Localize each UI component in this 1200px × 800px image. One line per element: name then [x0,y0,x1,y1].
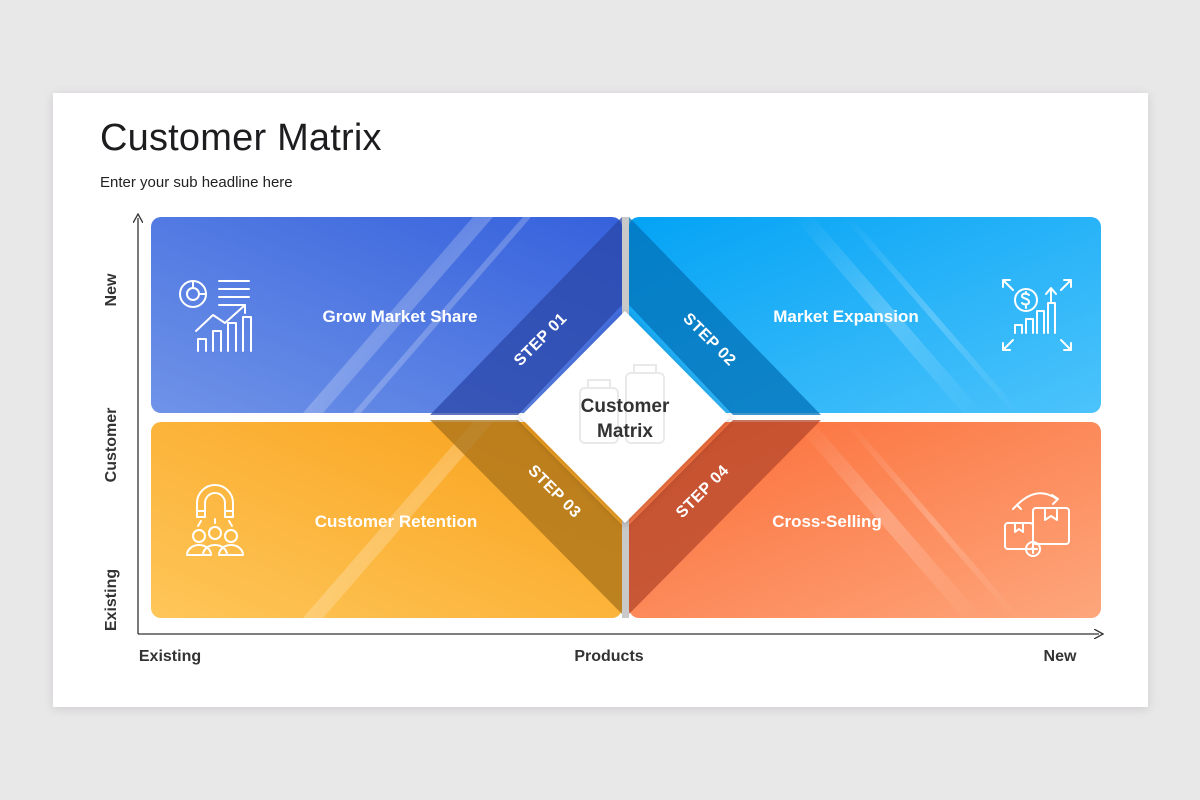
slide: Customer Matrix Enter your sub headline … [53,93,1148,707]
slide-title: Customer Matrix [100,117,382,159]
magnet-people-icon [186,484,244,556]
step-band-01 [430,217,622,415]
step-band-04 [629,420,821,614]
center-label-line2: Matrix [597,421,653,442]
quadrant-label-grow-market-share: Grow Market Share [323,307,478,326]
money-growth-icon [1002,279,1072,351]
boxes-exchange-icon [1004,492,1070,557]
y-axis-title: Customer [103,408,120,483]
quadrant-label-market-expansion: Market Expansion [773,307,919,326]
step-band-03 [430,420,622,614]
quadrant-label-customer-retention: Customer Retention [315,512,477,531]
x-axis-existing-label: Existing [139,648,201,665]
slide-subtitle: Enter your sub headline here [100,174,293,191]
x-axis-new-label: New [1044,648,1077,665]
x-axis-title: Products [574,648,643,665]
quadrant-label-cross-selling: Cross-Selling [772,512,882,531]
customer-matrix-diagram: Customer Matrix STEP 01 STEP 02 STEP 03 … [103,93,1148,665]
step-band-02 [629,217,821,415]
y-axis-new-label: New [103,273,120,306]
center-label-line1: Customer [581,396,670,417]
center-diamond [520,311,730,523]
analytics-icon [179,280,252,352]
y-axis-existing-label: Existing [103,569,120,631]
center-watermark-icon [579,364,665,444]
